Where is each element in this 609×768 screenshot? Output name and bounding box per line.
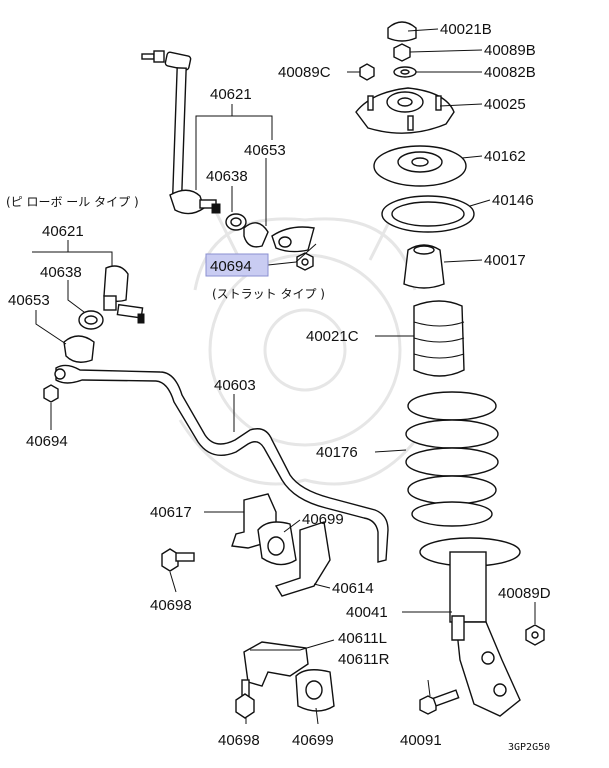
part-label-40041: 40041 <box>346 604 388 621</box>
dust-boot-40021c <box>413 300 465 377</box>
part-label-40621-left: 40621 <box>42 223 84 240</box>
bump-stop-40017 <box>403 244 445 289</box>
stabilizer-link-strut-type <box>141 50 221 215</box>
diagram-code: 3GP2G50 <box>508 742 550 753</box>
bushing-40653-top <box>243 222 269 248</box>
part-label-40082b: 40082B <box>484 64 536 81</box>
strut-mount-40025 <box>355 87 455 134</box>
bushing-40699-upper <box>257 521 297 566</box>
part-label-40021c: 40021C <box>306 328 359 345</box>
part-label-40603: 40603 <box>214 377 256 394</box>
part-label-40653-left: 40653 <box>8 292 50 309</box>
nut-40089b <box>393 43 411 62</box>
bolt-40091 <box>419 689 460 715</box>
bolt-40698-upper <box>161 548 195 572</box>
part-label-40694-left: 40694 <box>26 433 68 450</box>
nut-40089c <box>359 63 375 81</box>
washer-40082b <box>393 66 417 78</box>
part-label-40146: 40146 <box>492 192 534 209</box>
part-label-40021b: 40021B <box>440 21 492 38</box>
shock-absorber-40041 <box>419 537 521 717</box>
part-label-40698-upper: 40698 <box>150 597 192 614</box>
part-label-40617: 40617 <box>150 504 192 521</box>
bracket-40611 <box>243 641 309 687</box>
nut-40089d <box>525 624 545 646</box>
part-label-40091: 40091 <box>400 732 442 749</box>
strut-bracket-stub <box>271 226 315 253</box>
bushing-40653-left <box>63 335 95 363</box>
part-label-40611r: 40611R <box>338 651 390 668</box>
part-label-40653-top: 40653 <box>244 142 286 159</box>
part-label-40614: 40614 <box>332 580 374 597</box>
part-label-40176: 40176 <box>316 444 358 461</box>
part-label-40089c: 40089C <box>278 64 331 81</box>
part-label-40694-top: 40694 <box>210 258 252 275</box>
spring-seat-40146 <box>381 195 475 233</box>
bump-cap-40021b <box>387 21 417 42</box>
coil-spring-40176 <box>405 391 499 527</box>
part-label-40638-left: 40638 <box>40 264 82 281</box>
bearing-40162 <box>373 145 467 187</box>
note-pillow-ball-type: (ピ ローボ ール タイプ ) <box>6 195 139 209</box>
nut-40694-top <box>296 252 314 271</box>
bushing-40699-lower <box>295 669 335 712</box>
part-label-40699-upper: 40699 <box>302 511 344 528</box>
part-labels: 40021B 40089B 40082B 40089C 40025 40162 40146 4… <box>8 21 551 749</box>
stabilizer-link-pillow-ball-type <box>103 265 145 324</box>
part-label-40611l: 40611L <box>338 630 387 647</box>
part-label-40698-lower: 40698 <box>218 732 260 749</box>
part-label-40025: 40025 <box>484 96 526 113</box>
part-label-40621-top: 40621 <box>210 86 252 103</box>
nut-40694-left <box>43 384 59 403</box>
part-label-40638-top: 40638 <box>206 168 248 185</box>
part-label-40699-lower: 40699 <box>292 732 334 749</box>
leader-lines <box>32 28 536 725</box>
stabilizer-bar-40603 <box>54 364 389 563</box>
part-label-40089b: 40089B <box>484 42 536 59</box>
highlight-box-40694 <box>205 253 269 277</box>
washer-40638-left <box>78 310 104 330</box>
bolt-40698-lower <box>235 679 255 719</box>
washer-40638-top <box>225 213 247 231</box>
part-label-40089d: 40089D <box>498 585 551 602</box>
part-label-40017: 40017 <box>484 252 526 269</box>
bracket-40614 <box>274 521 331 597</box>
part-label-40162: 40162 <box>484 148 526 165</box>
note-strut-type: (ストラット タイプ ) <box>212 287 325 301</box>
